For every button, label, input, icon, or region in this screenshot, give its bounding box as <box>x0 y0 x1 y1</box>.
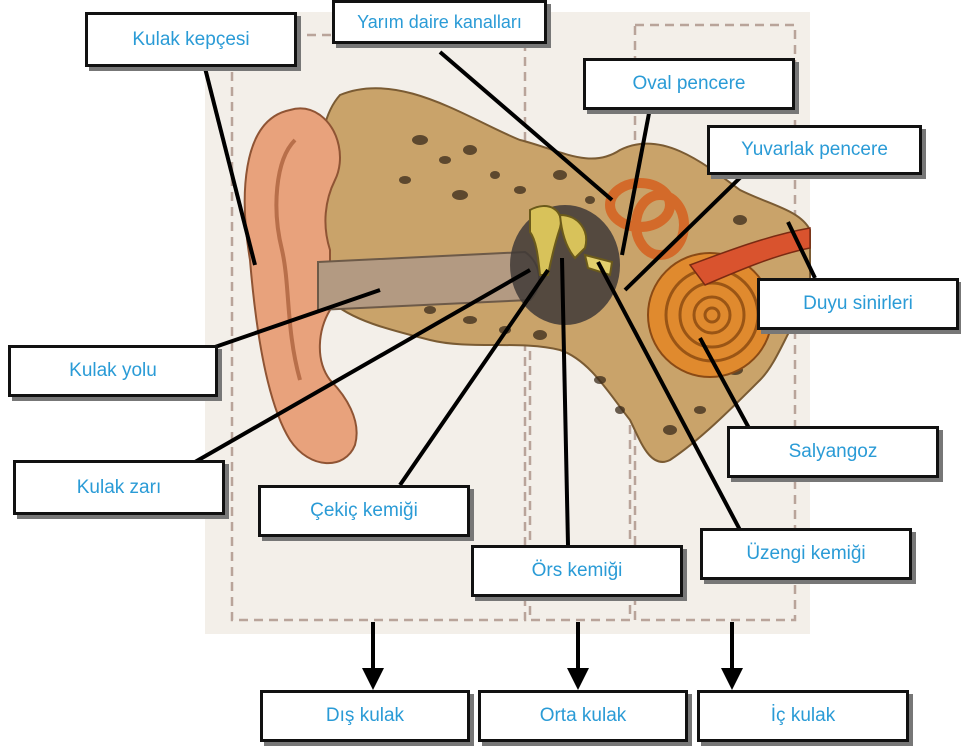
label-cekic-kemigi: Çekiç kemiği <box>258 485 470 537</box>
label-kulak-kepcesi: Kulak kepçesi <box>85 12 297 67</box>
label-uzengi-kemigi: Üzengi kemiği <box>700 528 912 580</box>
region-orta-kulak: Orta kulak <box>478 690 688 742</box>
label-yuvarlak-pencere: Yuvarlak pencere <box>707 125 922 175</box>
label-duyu-sinirleri: Duyu sinirleri <box>757 278 959 330</box>
region-dis-kulak: Dış kulak <box>260 690 470 742</box>
label-yarim-daire-kanallari: Yarım daire kanalları <box>332 0 547 44</box>
label-salyangoz: Salyangoz <box>727 426 939 478</box>
region-ic-kulak: İç kulak <box>697 690 909 742</box>
label-kulak-yolu: Kulak yolu <box>8 345 218 397</box>
label-kulak-zari: Kulak zarı <box>13 460 225 515</box>
label-ors-kemigi: Örs kemiği <box>471 545 683 597</box>
region-arrowheads <box>362 668 743 690</box>
label-oval-pencere: Oval pencere <box>583 58 795 110</box>
